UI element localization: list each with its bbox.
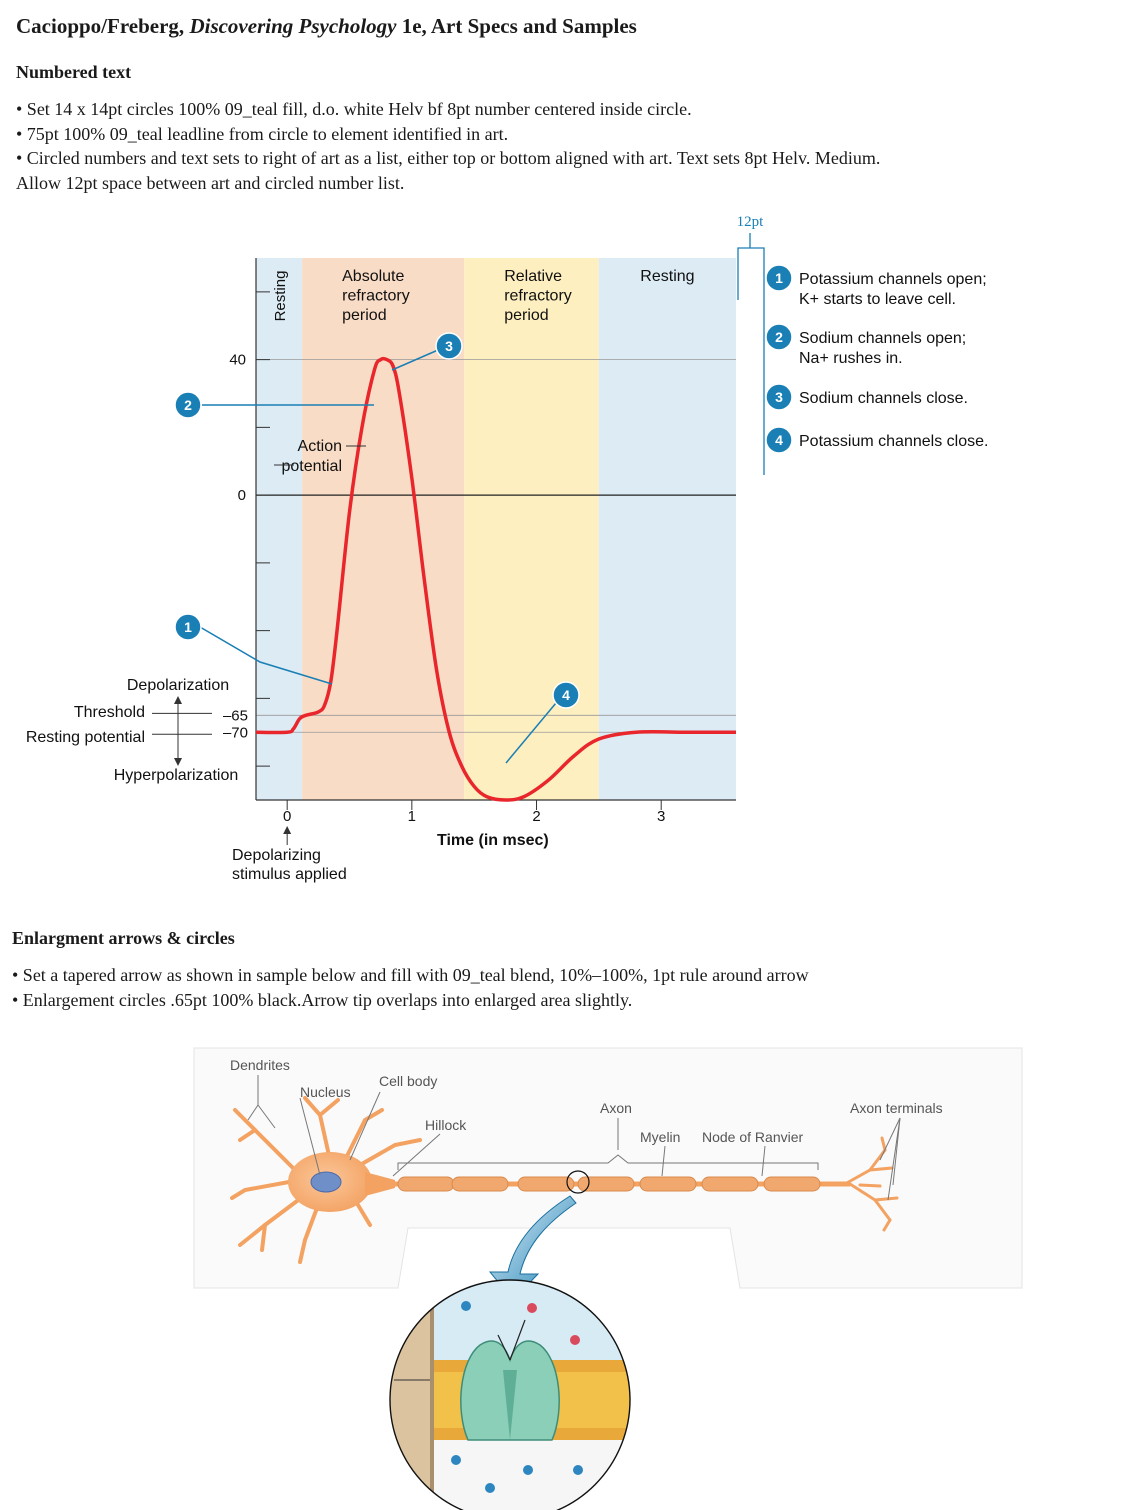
bullet-item: • 75pt 100% 09_teal leadline from circle… [16, 123, 509, 144]
callout-list-text: Potassium channels close. [799, 433, 988, 450]
myelin-segment [577, 1176, 635, 1192]
callout-leadline [391, 349, 439, 371]
callout-list-text: Na+ rushes in. [799, 350, 903, 367]
action-potential-label: potential [282, 458, 343, 475]
myelin-segment [701, 1176, 759, 1192]
depolarization-label: Depolarization [127, 677, 229, 694]
myelin-segment [763, 1176, 821, 1192]
document-title: Cacioppo/Freberg, Discovering Psychology… [16, 14, 637, 39]
bullet-item: • Set 14 x 14pt circles 100% 09_teal fil… [16, 99, 692, 119]
neuron-illustration: Dendrites Nucleus Cell body Hillock Axon… [193, 1047, 1023, 1510]
band-label: Relative [504, 268, 562, 285]
myelin-segment [517, 1176, 575, 1192]
hillock [365, 1172, 395, 1196]
callout-number: 3 [445, 338, 453, 354]
bullet-item: Allow 12pt space between art and circled… [16, 172, 405, 193]
stimulus-arrowhead [283, 826, 292, 834]
axon-bracket [397, 1154, 819, 1170]
callout-list-circle [765, 383, 793, 411]
label-node-of-ranvier: Node of Ranvier [702, 1129, 804, 1145]
x-tick-label: 0 [283, 808, 291, 825]
bullet-item: • Circled numbers and text sets to right… [16, 148, 881, 168]
neuron-panel-background [193, 1047, 1023, 1289]
band-label: refractory [504, 288, 572, 305]
callout-leadline [199, 626, 333, 685]
y-tick-label: –70 [223, 724, 248, 741]
callout-circle [174, 613, 202, 641]
callout-list-number: 2 [775, 329, 783, 345]
membrane-potential-curve [255, 356, 736, 802]
band-label: Resting [640, 268, 694, 285]
band-label: refractory [342, 288, 410, 305]
callout-leadline [505, 702, 557, 764]
callout-list-number: 3 [775, 389, 783, 405]
threshold-label: Threshold [74, 704, 145, 721]
band-label: Absolute [342, 268, 404, 285]
myelin-segment [451, 1176, 509, 1192]
band-0 [256, 258, 303, 800]
band-3 [598, 258, 736, 800]
spacing-bracket [737, 233, 765, 475]
callout-list-text: Sodium channels close. [799, 390, 968, 407]
spacing-label: 12pt [737, 214, 765, 230]
title-authors: Cacioppo/Freberg, [16, 14, 190, 38]
enlargement-bullets: • Set a tapered arrow as shown in sample… [12, 963, 809, 1012]
nucleus [310, 1171, 342, 1193]
action-potential-label: Action [298, 438, 342, 455]
myelin-segment [397, 1176, 455, 1192]
callout-list-text: Sodium channels open; [799, 330, 966, 347]
numbered-text-bullets: • Set 14 x 14pt circles 100% 09_teal fil… [16, 97, 880, 195]
label-cell-body: Cell body [379, 1073, 437, 1089]
callout-number: 1 [184, 619, 192, 635]
callout-list-circle [765, 323, 793, 351]
resting-potential-label: Resting potential [26, 729, 145, 746]
section-heading-enlargement: Enlargment arrows & circles [12, 928, 235, 948]
callout-list-text: K+ starts to leave cell. [799, 291, 956, 308]
band-label: period [342, 307, 386, 324]
hyperpolarization-label: Hyperpolarization [114, 767, 239, 784]
callout-number: 4 [562, 687, 570, 703]
x-axis-title: Time (in msec) [437, 832, 549, 849]
action-potential-chart: Resting Absolute refractory period Relative r… [26, 214, 989, 883]
band-2 [464, 258, 599, 800]
myelin-segment [639, 1176, 697, 1192]
callout-circle [435, 332, 463, 360]
label-axon-terminals: Axon terminals [850, 1100, 943, 1116]
myelin-segments [397, 1176, 821, 1192]
x-tick-label: 1 [408, 808, 416, 825]
bullet-item: • Set a tapered arrow as shown in sample… [12, 965, 809, 985]
callout-circle [174, 391, 202, 419]
title-book: Discovering Psychology [189, 14, 397, 38]
enlargement-source-circle [566, 1170, 590, 1194]
x-tick-label: 2 [532, 808, 540, 825]
callout-list-number: 4 [775, 432, 783, 448]
label-myelin: Myelin [640, 1129, 680, 1145]
band-label: period [504, 307, 548, 324]
x-tick-label: 3 [657, 808, 665, 825]
callout-list-circle [765, 426, 793, 454]
section-heading-numbered-text: Numbered text [16, 62, 132, 82]
label-nucleus: Nucleus [300, 1084, 351, 1100]
label-hillock: Hillock [425, 1117, 467, 1133]
callout-number: 2 [184, 397, 192, 413]
enlargement-circle [389, 1279, 631, 1510]
polarity-arrowheads [174, 696, 182, 766]
axon-terminals [843, 1136, 899, 1232]
y-tick-label: 40 [229, 352, 246, 369]
bullet-item: • Enlargement circles .65pt 100% black.A… [12, 989, 633, 1010]
band-label-vertical: Resting [272, 271, 289, 322]
label-axon: Axon [600, 1100, 632, 1116]
callout-list-circle [765, 264, 793, 292]
y-tick-label: –65 [223, 707, 248, 724]
label-dendrites: Dendrites [230, 1057, 290, 1073]
title-rest: 1e, Art Specs and Samples [396, 14, 637, 38]
y-tick-label: 0 [238, 487, 246, 504]
callout-list-number: 1 [775, 270, 783, 286]
stimulus-label: stimulus applied [232, 866, 347, 883]
callout-circle [552, 681, 580, 709]
callout-list-text: Potassium channels open; [799, 271, 987, 288]
stimulus-label: Depolarizing [232, 847, 321, 864]
